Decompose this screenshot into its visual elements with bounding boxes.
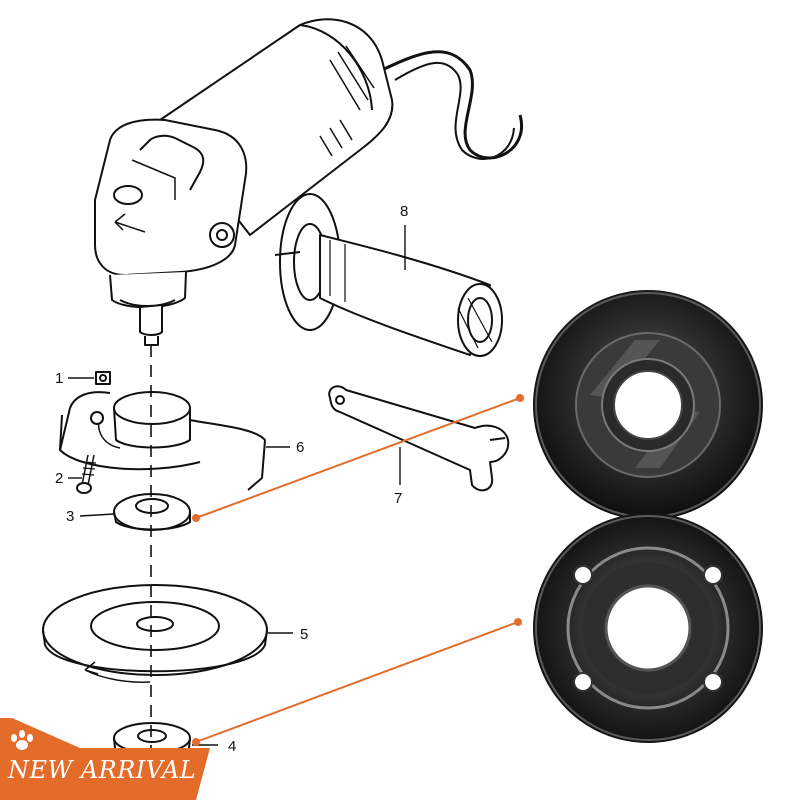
part-label-5: 5	[300, 626, 308, 643]
inner-flange-photo	[533, 290, 763, 520]
badge-text: NEW ARRIVAL	[8, 756, 197, 784]
leader-lines	[68, 225, 406, 746]
new-arrival-badge	[0, 718, 210, 800]
part-label-3: 3	[66, 508, 74, 525]
callout-dot-flange	[192, 514, 200, 522]
lock-nut-photo	[533, 513, 763, 743]
part-label-4: 4	[228, 738, 236, 755]
part-label-6: 6	[296, 439, 304, 456]
paw-icon	[11, 730, 33, 750]
part-3-inner-flange	[113, 493, 191, 531]
part-label-7: 7	[394, 490, 402, 507]
callout-lines	[195, 397, 521, 743]
part-8-side-handle	[274, 193, 503, 357]
part-4-outer-nut	[113, 722, 191, 754]
callout-dot-nut	[192, 738, 200, 746]
part-label-2: 2	[55, 470, 63, 487]
part-5-grinding-wheel	[42, 584, 268, 683]
part-label-8: 8	[400, 203, 408, 220]
callout-dot-nut-end	[514, 618, 522, 626]
grinder-body	[94, 18, 524, 346]
part-6-wheel-guard	[59, 371, 266, 494]
part-label-1: 1	[55, 370, 63, 387]
callout-dot-flange-end	[516, 394, 524, 402]
part-7-pin-spanner	[328, 385, 510, 492]
